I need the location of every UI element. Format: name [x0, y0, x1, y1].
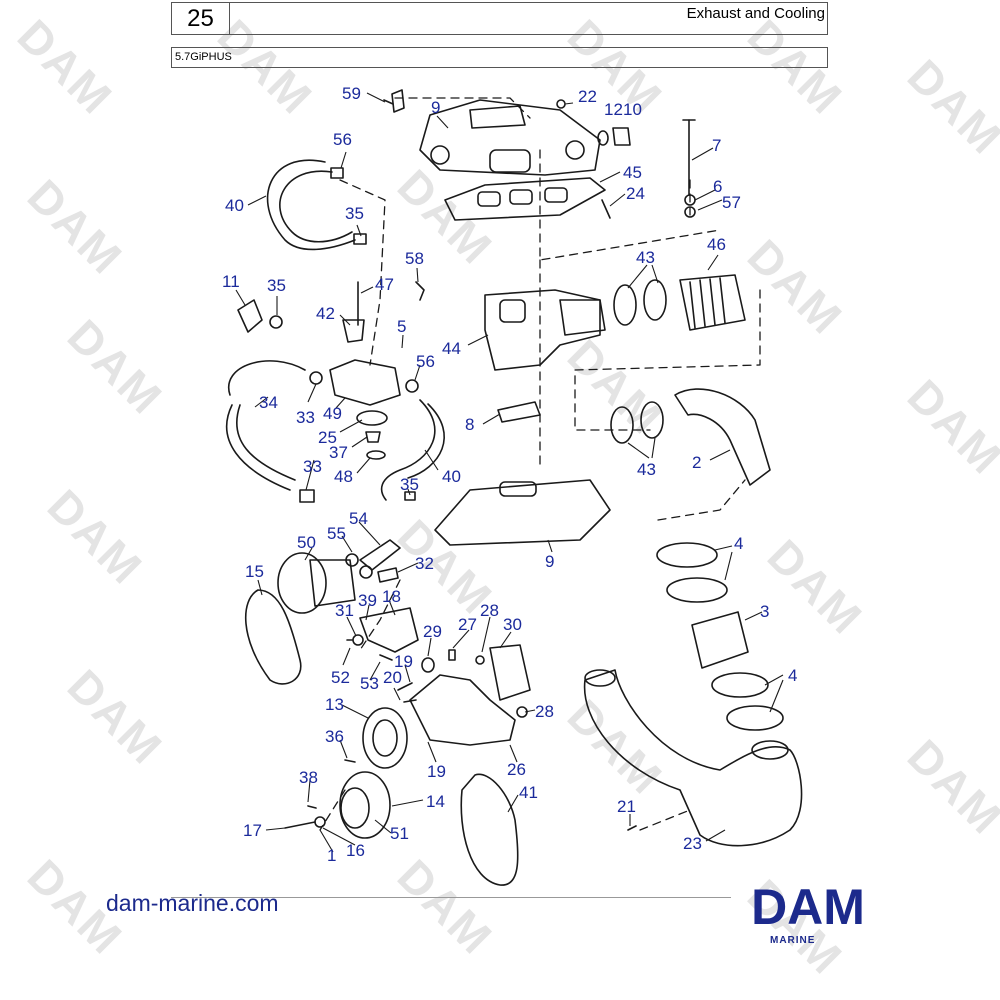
part-callout-11: 11	[222, 272, 240, 291]
part-callout-3: 3	[760, 602, 769, 621]
part-callout-40: 40	[225, 196, 244, 215]
part-callout-30: 30	[503, 615, 522, 634]
part-callout-35: 35	[345, 204, 364, 223]
part-callout-33: 33	[296, 408, 315, 427]
part-callout-19: 19	[394, 652, 413, 671]
part-callout-15: 15	[245, 562, 264, 581]
part-callout-28: 28	[535, 702, 554, 721]
part-callout-25: 25	[318, 428, 337, 447]
part-callout-8: 8	[465, 415, 474, 434]
part-callout-59: 59	[342, 84, 361, 103]
part-callout-6: 6	[713, 177, 722, 196]
part-callout-56: 56	[333, 130, 352, 149]
part-callout-53: 53	[360, 674, 379, 693]
part-callout-33: 33	[303, 457, 322, 476]
part-callout-18: 18	[382, 587, 401, 606]
section-title: Exhaust and Cooling	[686, 5, 825, 22]
part-callout-34: 34	[259, 393, 278, 412]
logo-wordmark: DAM	[751, 880, 865, 935]
part-callout-47: 47	[375, 275, 394, 294]
part-callout-24: 24	[626, 184, 645, 203]
part-callout-43: 43	[636, 248, 655, 267]
part-callout-39: 39	[358, 591, 377, 610]
part-callout-58: 58	[405, 249, 424, 268]
part-callout-16: 16	[346, 841, 365, 860]
part-callout-42: 42	[316, 304, 335, 323]
part-callout-27: 27	[458, 615, 477, 634]
part-callout-28: 28	[480, 601, 499, 620]
part-callout-37: 37	[329, 443, 348, 462]
part-callout-35: 35	[400, 475, 419, 494]
part-callout-26: 26	[507, 760, 526, 779]
part-callout-56: 56	[416, 352, 435, 371]
part-callout-29: 29	[423, 622, 442, 641]
part-callout-2: 2	[692, 453, 701, 472]
part-callout-36: 36	[325, 727, 344, 746]
part-callout-49: 49	[323, 404, 342, 423]
part-callout-13: 13	[325, 695, 344, 714]
part-callout-7: 7	[712, 136, 721, 155]
logo-subtitle: MARINE	[770, 935, 816, 946]
part-callout-12: 12	[604, 100, 623, 119]
part-callout-50: 50	[297, 533, 316, 552]
part-callout-19: 19	[427, 762, 446, 781]
footer-divider	[171, 897, 731, 898]
part-callout-51: 51	[390, 824, 409, 843]
part-callout-38: 38	[299, 768, 318, 787]
part-callout-31: 31	[335, 601, 354, 620]
part-callout-57: 57	[722, 193, 741, 212]
part-callout-10: 10	[623, 100, 642, 119]
website-link[interactable]: dam-marine.com	[106, 890, 279, 916]
part-callout-52: 52	[331, 668, 350, 687]
part-callout-9: 9	[431, 98, 440, 117]
engine-model: 5.7GiPHUS	[171, 47, 828, 68]
part-callout-23: 23	[683, 834, 702, 853]
part-callout-20: 20	[383, 668, 402, 687]
part-callout-40: 40	[442, 467, 461, 486]
part-callout-43: 43	[637, 460, 656, 479]
part-callout-1: 1	[327, 846, 336, 865]
part-callout-21: 21	[617, 797, 636, 816]
part-callout-35: 35	[267, 276, 286, 295]
page-number: 25	[172, 3, 230, 34]
part-callout-17: 17	[243, 821, 262, 840]
part-callout-5: 5	[397, 317, 406, 336]
page-header: 25 Exhaust and Cooling	[171, 2, 828, 35]
part-callout-9: 9	[545, 552, 554, 571]
part-callout-14: 14	[426, 792, 445, 811]
part-callout-46: 46	[707, 235, 726, 254]
part-callout-54: 54	[349, 509, 368, 528]
part-callout-44: 44	[442, 339, 461, 358]
part-callout-32: 32	[415, 554, 434, 573]
part-callout-41: 41	[519, 783, 538, 802]
part-callout-48: 48	[334, 467, 353, 486]
dam-marine-logo: DAM	[751, 880, 865, 935]
part-callout-22: 22	[578, 87, 597, 106]
part-callout-45: 45	[623, 163, 642, 182]
part-callout-55: 55	[327, 524, 346, 543]
part-callout-4: 4	[734, 534, 743, 553]
part-callout-4: 4	[788, 666, 797, 685]
